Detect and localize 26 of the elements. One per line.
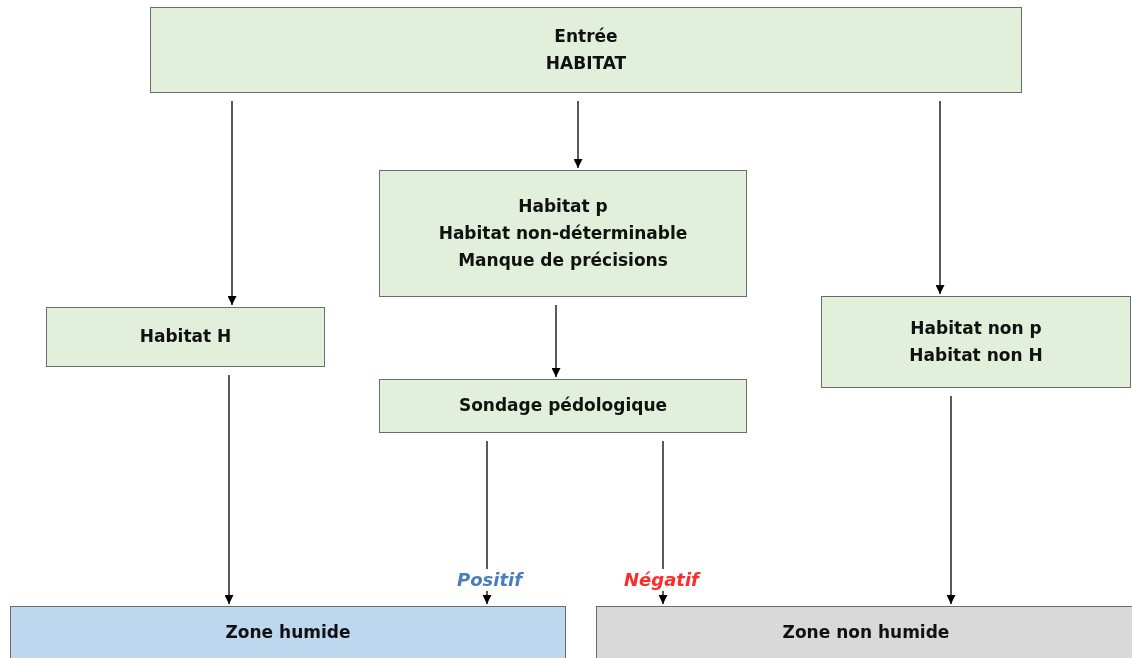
outcome-box [10, 606, 566, 658]
process-box [379, 379, 747, 433]
node-text: HABITAT [545, 52, 627, 75]
node-text: Habitat non H [909, 344, 1043, 367]
arrow [935, 100, 945, 295]
node-text: Habitat H [139, 325, 232, 349]
node-text: Habitat p [518, 194, 608, 218]
outcome-box [596, 606, 1132, 658]
node-text: Entrée [554, 24, 618, 48]
edge-label: Positif [455, 569, 525, 591]
node-text: Zone non humide [782, 621, 950, 644]
node-text: Manque de précisions [458, 249, 668, 273]
process-box [46, 307, 325, 367]
edge-label: Négatif [622, 569, 701, 591]
arrow [573, 100, 583, 169]
arrow [551, 304, 561, 378]
arrow [946, 395, 956, 605]
node-text: Zone humide [225, 621, 351, 644]
node-text: Habitat non p [910, 316, 1042, 340]
process-box [379, 170, 747, 297]
node-text: Sondage pédologique [458, 394, 668, 418]
arrow [227, 100, 237, 306]
node-text: Habitat non-déterminable [438, 221, 688, 245]
process-box [821, 296, 1131, 388]
entry-box [150, 7, 1022, 93]
arrow [224, 374, 234, 605]
